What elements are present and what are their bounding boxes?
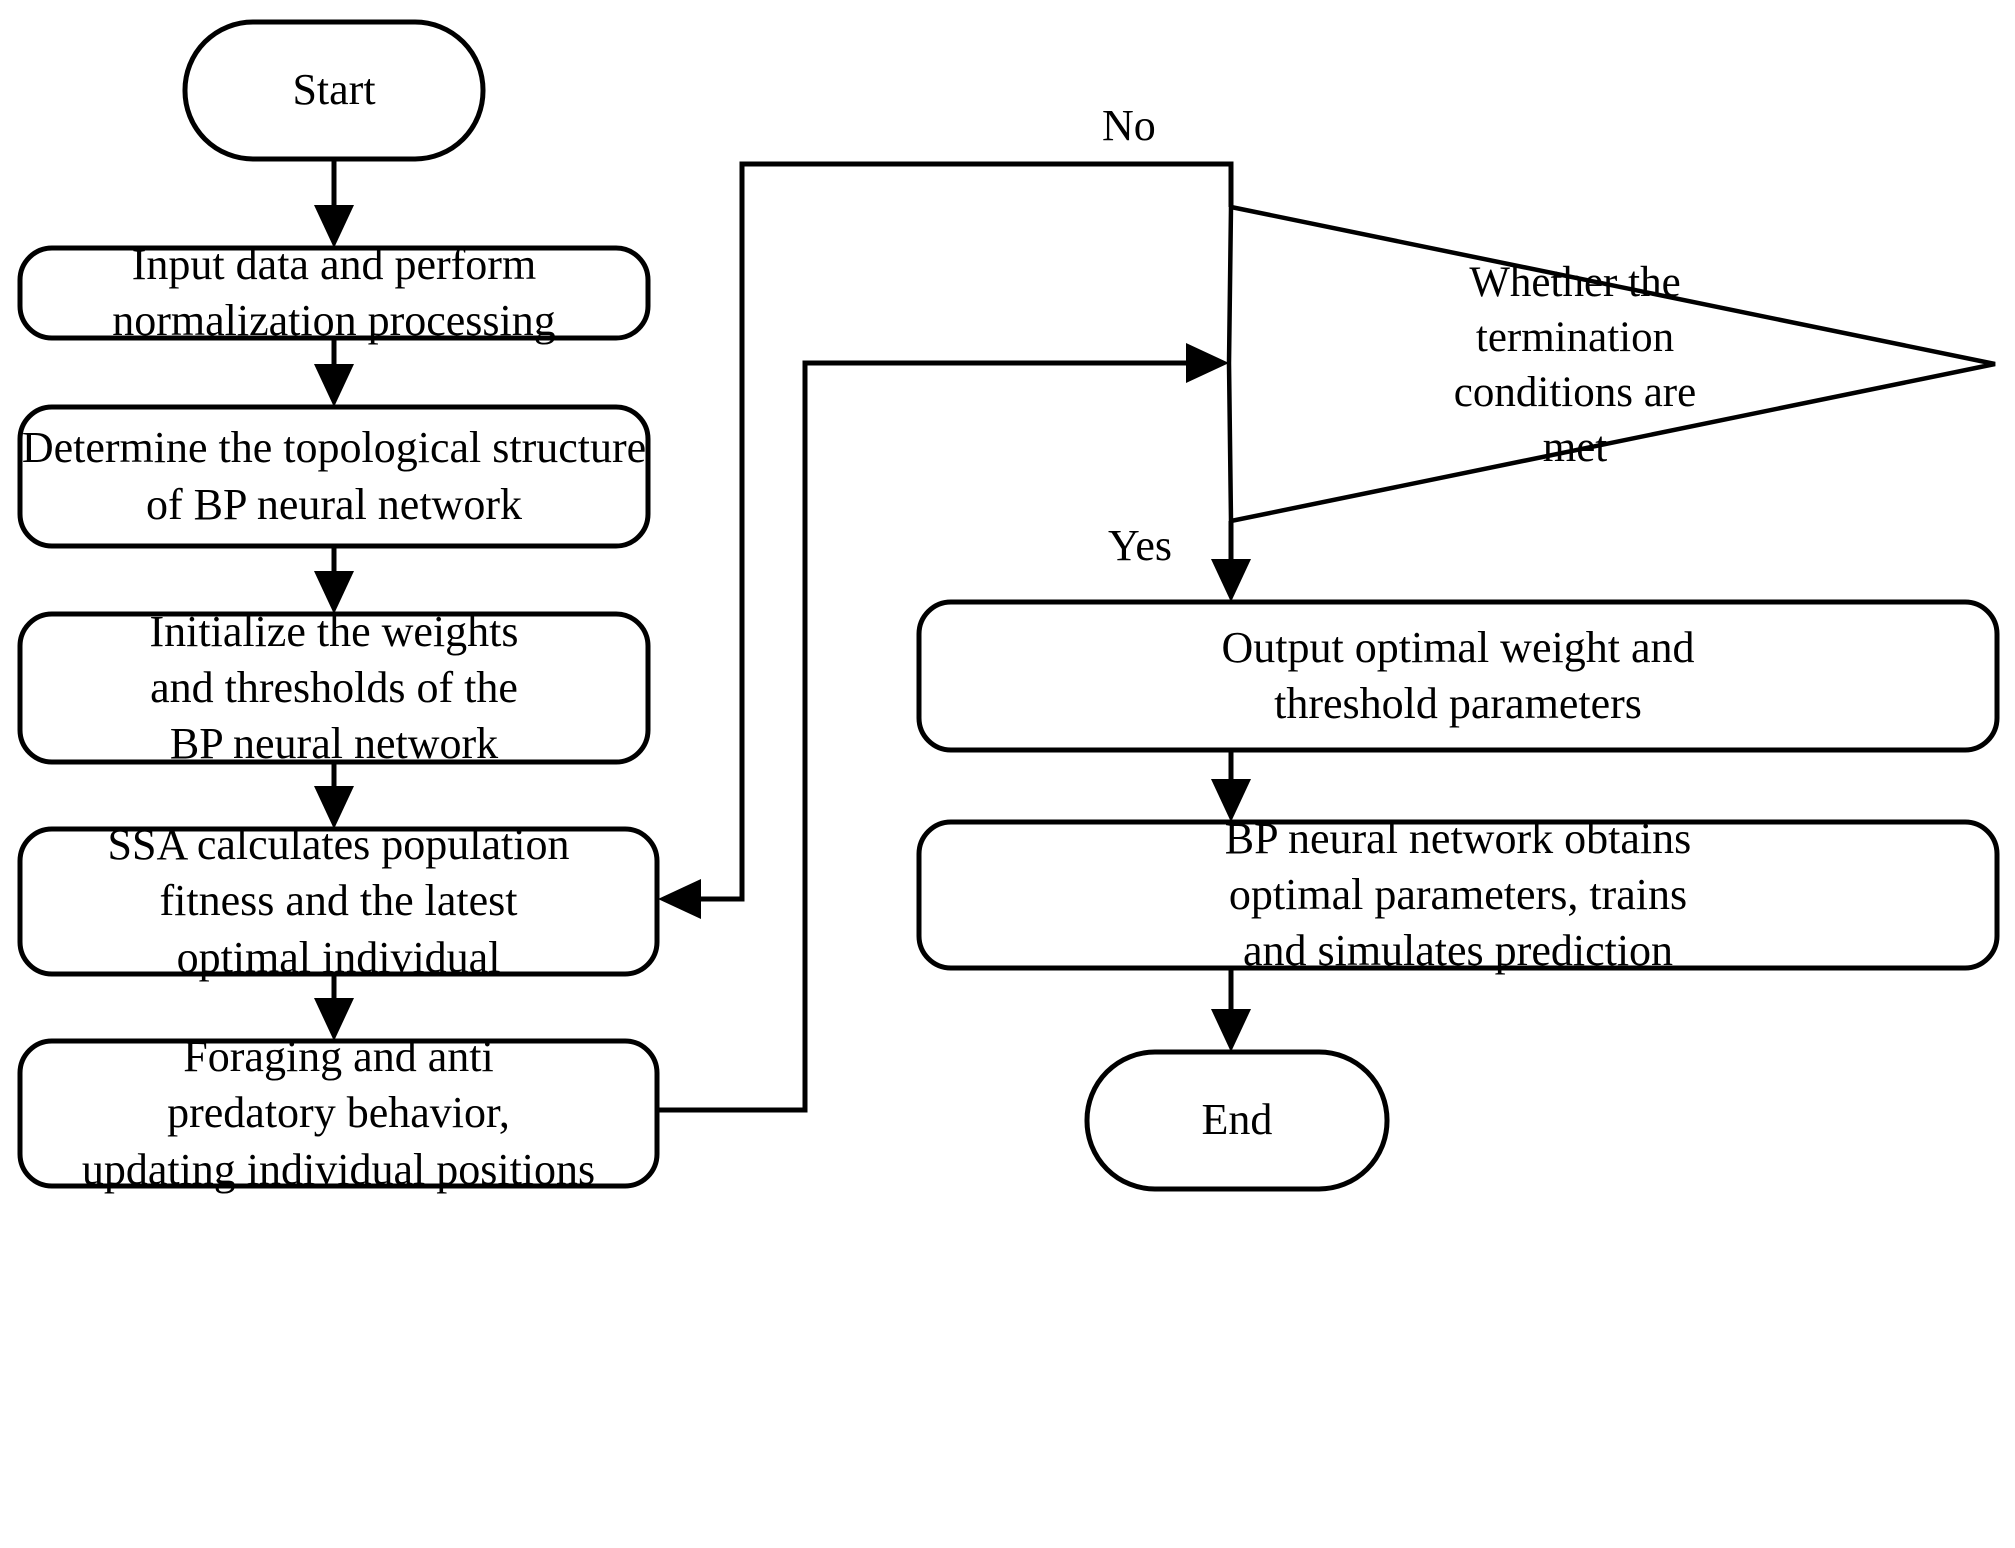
edge-decision-no-to-ssa bbox=[658, 161, 1234, 919]
node-input-shape[interactable] bbox=[17, 245, 651, 341]
edge-topology-to-initialize bbox=[314, 546, 354, 614]
node-initialize-shape[interactable] bbox=[17, 611, 651, 765]
edge-foraging-to-decision bbox=[657, 343, 1229, 1113]
node-end-shape[interactable] bbox=[1084, 1049, 1390, 1192]
edge-output-to-bptrain bbox=[1211, 750, 1251, 822]
edge-bptrain-to-end bbox=[1211, 968, 1251, 1052]
edge-start-to-input bbox=[314, 160, 354, 248]
node-decision-shape[interactable] bbox=[1226, 204, 1996, 524]
edge-input-to-topology bbox=[314, 338, 354, 407]
edge-ssa-to-foraging bbox=[314, 974, 354, 1041]
node-start-shape[interactable] bbox=[182, 19, 486, 162]
edge-label-yes: Yes bbox=[1108, 521, 1173, 570]
edge-label-no: No bbox=[1102, 101, 1156, 150]
edge-initialize-to-ssa bbox=[314, 762, 354, 829]
node-ssa-shape[interactable] bbox=[17, 826, 660, 977]
node-output-shape[interactable] bbox=[916, 599, 2000, 753]
node-foraging-shape[interactable] bbox=[17, 1038, 660, 1189]
node-bptrain-shape[interactable] bbox=[916, 819, 2000, 971]
node-topology-shape[interactable] bbox=[17, 404, 651, 549]
edge-decision-yes-to-output bbox=[1211, 521, 1251, 602]
